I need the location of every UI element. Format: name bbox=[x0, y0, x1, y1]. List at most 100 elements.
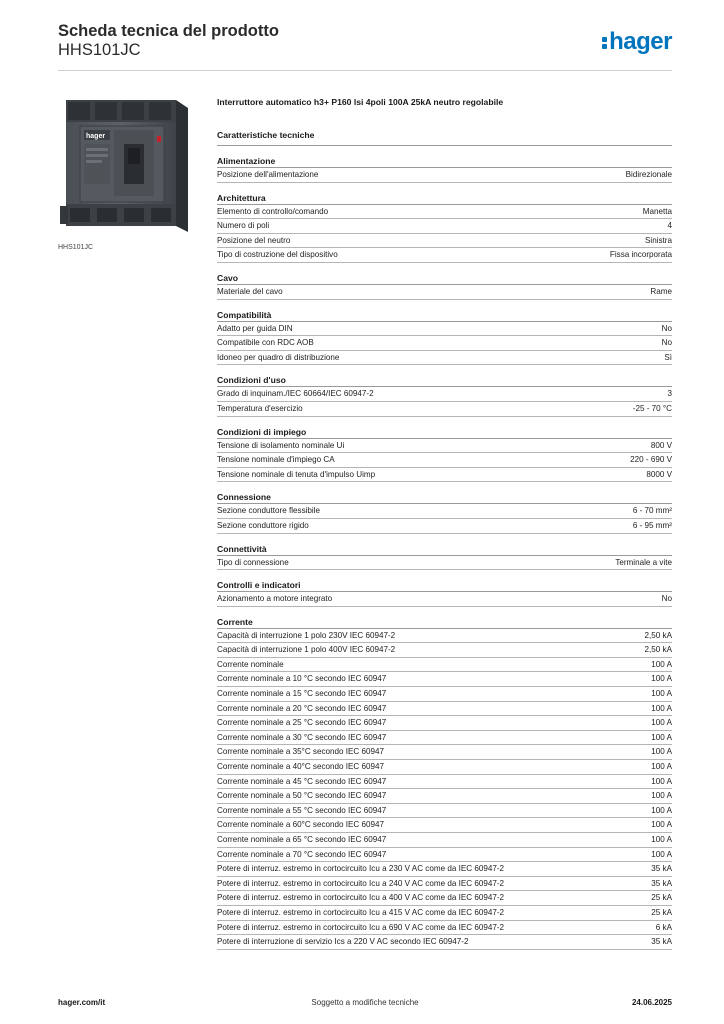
spec-label: Tensione di isolamento nominale Ui bbox=[217, 440, 345, 450]
footer-date: 24.06.2025 bbox=[631, 998, 672, 1007]
spec-value: Manetta bbox=[642, 206, 672, 216]
section-title: Connettività bbox=[217, 543, 672, 556]
spec-row: Posizione del neutro Sinistra bbox=[217, 234, 672, 249]
spec-row: Temperatura d'esercizio-25 - 70 °C bbox=[217, 402, 672, 417]
spec-row: Potere di interruzione di servizio Ics a… bbox=[217, 935, 672, 950]
spec-label: Corrente nominale a 55 °C secondo IEC 60… bbox=[217, 805, 387, 815]
spec-value: Terminale a vite bbox=[615, 557, 672, 567]
spec-label: Sezione conduttore flessibile bbox=[217, 506, 321, 516]
spec-label: Corrente nominale a 10 °C secondo IEC 60… bbox=[217, 674, 387, 684]
spec-label: Potere di interruz. estremo in cortocirc… bbox=[217, 864, 505, 874]
section-title: Connessione bbox=[217, 491, 672, 505]
product-code: HHS101JC bbox=[58, 41, 141, 59]
section-title: Compatibilità bbox=[217, 309, 672, 322]
spec-label: Temperatura d'esercizio bbox=[217, 403, 303, 413]
spec-row: Adatto per guida DIN No bbox=[217, 322, 672, 337]
spec-value: 35 kA bbox=[651, 864, 672, 874]
spec-row: Potere di interruz. estremo in cortocirc… bbox=[217, 891, 672, 906]
spec-label: Tensione nominale d'impiego CA bbox=[217, 455, 335, 465]
spec-row: Corrente nominale a 20 °C secondo IEC 60… bbox=[217, 702, 672, 717]
spec-label: Potere di interruz. estremo in cortocirc… bbox=[217, 907, 505, 917]
product-description: Interruttore automatico h3+ P160 lsi 4po… bbox=[217, 97, 504, 107]
spec-label: Corrente nominale bbox=[217, 659, 284, 669]
spec-row: Corrente nominale a 70 °C secondo IEC 60… bbox=[217, 848, 672, 863]
spec-label: Tipo di connessione bbox=[217, 557, 289, 567]
spec-value: 100 A bbox=[651, 703, 672, 713]
spec-value: No bbox=[661, 338, 672, 348]
spec-value: 100 A bbox=[651, 820, 672, 830]
spec-value: 2,50 kA bbox=[644, 630, 672, 640]
spec-value: 4 bbox=[667, 221, 672, 231]
document-title: Scheda tecnica del prodotto bbox=[58, 22, 279, 40]
spec-value: Fissa incorporata bbox=[609, 250, 672, 260]
spec-label: Corrente nominale a 35°C secondo IEC 609… bbox=[217, 747, 385, 757]
spec-row: Capacità di interruzione 1 polo 400V IEC… bbox=[217, 643, 672, 658]
spec-label: Corrente nominale a 60°C secondo IEC 609… bbox=[217, 820, 385, 830]
spec-label: Corrente nominale a 30 °C secondo IEC 60… bbox=[217, 732, 387, 742]
spec-row: Corrente nominale a 25 °C secondo IEC 60… bbox=[217, 716, 672, 731]
spec-row: Corrente nominale a 60°C secondo IEC 609… bbox=[217, 818, 672, 833]
spec-label: Corrente nominale a 25 °C secondo IEC 60… bbox=[217, 718, 387, 728]
spec-value: 100 A bbox=[651, 718, 672, 728]
spec-row: Corrente nominale a 30 °C secondo IEC 60… bbox=[217, 731, 672, 746]
spec-label: Idoneo per quadro di distribuzione bbox=[217, 352, 340, 362]
spec-value: 100 A bbox=[651, 776, 672, 786]
spec-label: Posizione del neutro bbox=[217, 235, 291, 245]
spec-value: 800 V bbox=[650, 440, 672, 450]
spec-row: Capacità di interruzione 1 polo 230V IEC… bbox=[217, 629, 672, 644]
spec-row: Potere di interruz. estremo in cortocirc… bbox=[217, 862, 672, 877]
spec-label: Azionamento a motore integrato bbox=[217, 594, 333, 604]
spec-row: Potere di interruz. estremo in cortocirc… bbox=[217, 906, 672, 921]
spec-label: Adatto per guida DIN bbox=[217, 323, 293, 333]
spec-value: 6 kA bbox=[655, 922, 672, 932]
spec-row: Corrente nominale a 45 °C secondo IEC 60… bbox=[217, 775, 672, 790]
hager-logo[interactable]: hager bbox=[602, 28, 672, 56]
spec-label: Corrente nominale a 65 °C secondo IEC 60… bbox=[217, 835, 387, 844]
spec-label: Capacità di interruzione 1 polo 400V IEC… bbox=[217, 645, 396, 655]
spec-label: Corrente nominale a 20 °C secondo IEC 60… bbox=[217, 703, 387, 713]
section-title: Alimentazione bbox=[217, 155, 672, 168]
spec-value: 6 - 95 mm² bbox=[632, 520, 672, 530]
spec-row: Elemento di controllo/comando Manetta bbox=[217, 205, 672, 220]
spec-row: Tipo di connessione Terminale a vite bbox=[217, 556, 672, 571]
spec-value: No bbox=[661, 323, 672, 333]
spec-value: 100 A bbox=[651, 747, 672, 757]
spec-row: Corrente nominale a 10 °C secondo IEC 60… bbox=[217, 672, 672, 688]
spec-row: Corrente nominale a 55 °C secondo IEC 60… bbox=[217, 804, 672, 819]
spec-label: Potere di interruz. estremo in cortocirc… bbox=[217, 878, 505, 888]
spec-row: Corrente nominale a 15 °C secondo IEC 60… bbox=[217, 687, 672, 702]
spec-value: 100 A bbox=[651, 689, 672, 699]
spec-label: Potere di interruz. estremo in cortocirc… bbox=[217, 922, 505, 932]
spec-label: Corrente nominale a 70 °C secondo IEC 60… bbox=[217, 849, 387, 859]
spec-value: 100 A bbox=[651, 835, 672, 844]
spec-label: Elemento di controllo/comando bbox=[217, 206, 329, 216]
spec-value: 100 A bbox=[651, 849, 672, 859]
spec-value: 100 A bbox=[651, 791, 672, 801]
section-title: Condizioni d'uso bbox=[217, 374, 672, 388]
spec-value: 2,50 kA bbox=[644, 645, 672, 655]
spec-content: Interruttore automatico h3+ P160 lsi 4po… bbox=[217, 96, 672, 950]
footer-website-link[interactable]: hager.com/it bbox=[58, 998, 106, 1007]
header-divider bbox=[58, 70, 672, 71]
specs-heading: Caratteristiche tecniche bbox=[217, 130, 672, 146]
spec-label: Corrente nominale a 45 °C secondo IEC 60… bbox=[217, 776, 387, 786]
spec-value: 8000 V bbox=[646, 469, 672, 479]
section-title: Architettura bbox=[217, 192, 672, 205]
spec-value: 25 kA bbox=[651, 907, 672, 917]
spec-label: Potere di interruzione di servizio Ics a… bbox=[217, 937, 469, 947]
spec-value: Sinistra bbox=[645, 235, 672, 245]
